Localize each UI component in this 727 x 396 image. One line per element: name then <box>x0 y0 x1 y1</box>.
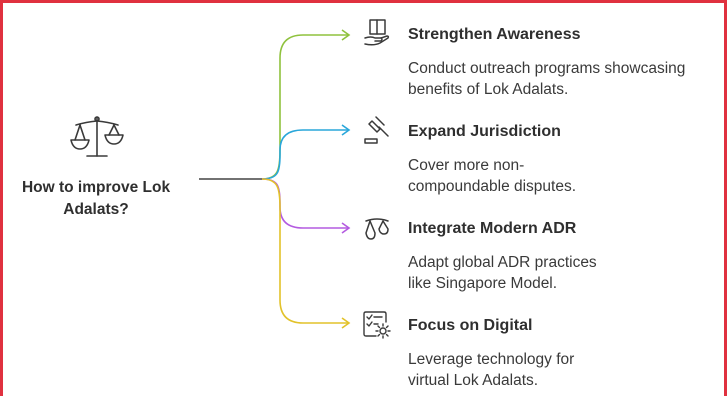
branch-expand-jurisdiction <box>261 129 348 180</box>
digital-checklist-gear-icon <box>363 311 391 339</box>
scales-of-justice-icon <box>70 116 124 157</box>
branch-strengthen-awareness <box>261 34 348 180</box>
branch-focus-on-digital <box>261 178 348 324</box>
item-desc-focus-on-digital-line2: virtual Lok Adalats. <box>408 372 539 389</box>
branch-integrate-modern-adr <box>261 178 348 229</box>
item-desc-expand-jurisdiction-line2: compoundable disputes. <box>408 178 577 195</box>
arrowhead-focus-on-digital <box>341 317 351 329</box>
item-title-strengthen-awareness: Strengthen Awareness <box>408 26 581 43</box>
item-desc-integrate-modern-adr-line2: like Singapore Model. <box>408 275 558 292</box>
item-desc-strengthen-awareness-line2: benefits of Lok Adalats. <box>408 81 569 98</box>
item-desc-focus-on-digital-line1: Leverage technology for <box>408 351 575 368</box>
arrowhead-integrate-modern-adr <box>341 222 351 234</box>
arrowhead-strengthen-awareness <box>341 29 351 41</box>
item-title-focus-on-digital: Focus on Digital <box>408 317 533 334</box>
book-in-hand-icon <box>364 19 390 46</box>
item-title-expand-jurisdiction: Expand Jurisdiction <box>408 123 561 140</box>
item-desc-integrate-modern-adr-line1: Adapt global ADR practices <box>408 254 597 271</box>
root-question-label: How to improve Lok Adalats? <box>21 179 171 218</box>
item-desc-strengthen-awareness-line1: Conduct outreach programs showcasing <box>408 60 686 77</box>
item-desc-expand-jurisdiction-line1: Cover more non- <box>408 157 525 174</box>
scale-pans-icon <box>365 218 389 240</box>
item-title-integrate-modern-adr: Integrate Modern ADR <box>408 220 577 237</box>
gavel-icon <box>364 116 389 144</box>
arrowhead-expand-jurisdiction <box>341 124 351 136</box>
